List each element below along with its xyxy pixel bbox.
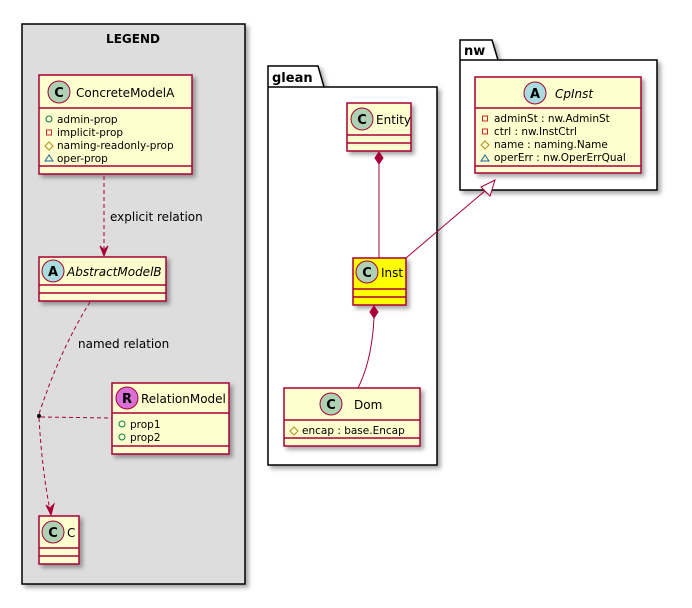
protected-visibility-icon — [44, 141, 54, 151]
protected-visibility-icon — [480, 140, 490, 150]
attribute: encap : base.Encap — [302, 425, 405, 437]
inst-dom-composition — [357, 305, 379, 389]
class-c-icon — [47, 80, 71, 104]
class-name: AbstractModelB — [66, 265, 162, 279]
named-relation-edge: named relation — [37, 301, 169, 517]
attribute: operErr : nw.OperErrQual — [494, 152, 626, 164]
attribute: prop2 — [130, 432, 161, 444]
class-c-icon — [41, 520, 65, 544]
stereotype-letter: A — [48, 265, 58, 280]
legend-title: LEGEND — [106, 32, 160, 46]
class-c-icon — [350, 107, 374, 131]
stereotype-letter: C — [48, 526, 58, 541]
attribute: ctrl : nw.InstCtrl — [494, 126, 577, 138]
attribute: naming-readonly-prop — [57, 140, 174, 152]
stereotype-letter: C — [362, 266, 372, 281]
private-visibility-icon — [482, 128, 488, 135]
explicit-relation-arrow: explicit relation — [99, 176, 203, 258]
package-visibility-icon — [44, 154, 54, 162]
association-point — [37, 414, 41, 418]
stereotype-letter: C — [54, 86, 64, 101]
attribute: oper-prop — [57, 153, 108, 165]
class-c-icon — [319, 392, 343, 416]
class-inst[interactable]: C Inst — [352, 257, 407, 306]
public-visibility-icon — [45, 115, 53, 123]
stereotype-letter: C — [326, 398, 336, 413]
stereotype-letter: A — [530, 87, 540, 102]
class-name: Inst — [381, 266, 403, 280]
class-abstract-model-b[interactable]: A AbstractModelB — [38, 256, 167, 302]
attribute: admin-prop — [57, 114, 118, 126]
entity-inst-composition — [374, 151, 384, 258]
class-dom[interactable]: C Dom encap : base.Encap — [283, 387, 421, 447]
class-name: C — [67, 526, 75, 540]
public-visibility-icon — [118, 433, 126, 441]
named-relation-label: named relation — [78, 337, 169, 351]
class-relation-model[interactable]: R RelationModel prop1 prop2 — [111, 382, 230, 455]
private-visibility-icon — [482, 115, 488, 122]
class-c-icon — [355, 260, 379, 284]
attribute: prop1 — [130, 419, 161, 431]
class-cpinst[interactable]: A CpInst adminSt : nw.AdminSt ctrl : nw.… — [474, 76, 642, 174]
package-visibility-icon — [480, 154, 490, 162]
inst-cpinst-generalization — [405, 179, 496, 259]
attribute: name : naming.Name — [494, 139, 608, 151]
attribute: adminSt : nw.AdminSt — [494, 113, 610, 125]
class-name: CpInst — [555, 87, 594, 101]
class-concrete-model-a[interactable]: C ConcreteModelA admin-prop implicit-pro… — [38, 74, 193, 175]
attribute: implicit-prop — [57, 127, 123, 139]
explicit-relation-label: explicit relation — [110, 210, 203, 224]
class-name: Dom — [354, 398, 382, 412]
public-visibility-icon — [118, 420, 126, 428]
private-visibility-icon — [46, 129, 52, 136]
stereotype-letter: C — [357, 113, 367, 128]
abstract-a-icon — [41, 259, 65, 283]
class-c[interactable]: C C — [38, 515, 80, 565]
package-name: nw — [464, 44, 485, 59]
abstract-a-icon — [523, 81, 547, 105]
class-name: Entity — [376, 113, 411, 127]
class-name: ConcreteModelA — [76, 86, 175, 100]
protected-visibility-icon — [289, 426, 299, 436]
stereotype-letter: R — [122, 392, 132, 407]
class-entity[interactable]: C Entity — [346, 102, 412, 152]
class-name: RelationModel — [141, 392, 226, 406]
package-name: glean — [272, 71, 313, 86]
relation-r-icon — [115, 386, 139, 410]
